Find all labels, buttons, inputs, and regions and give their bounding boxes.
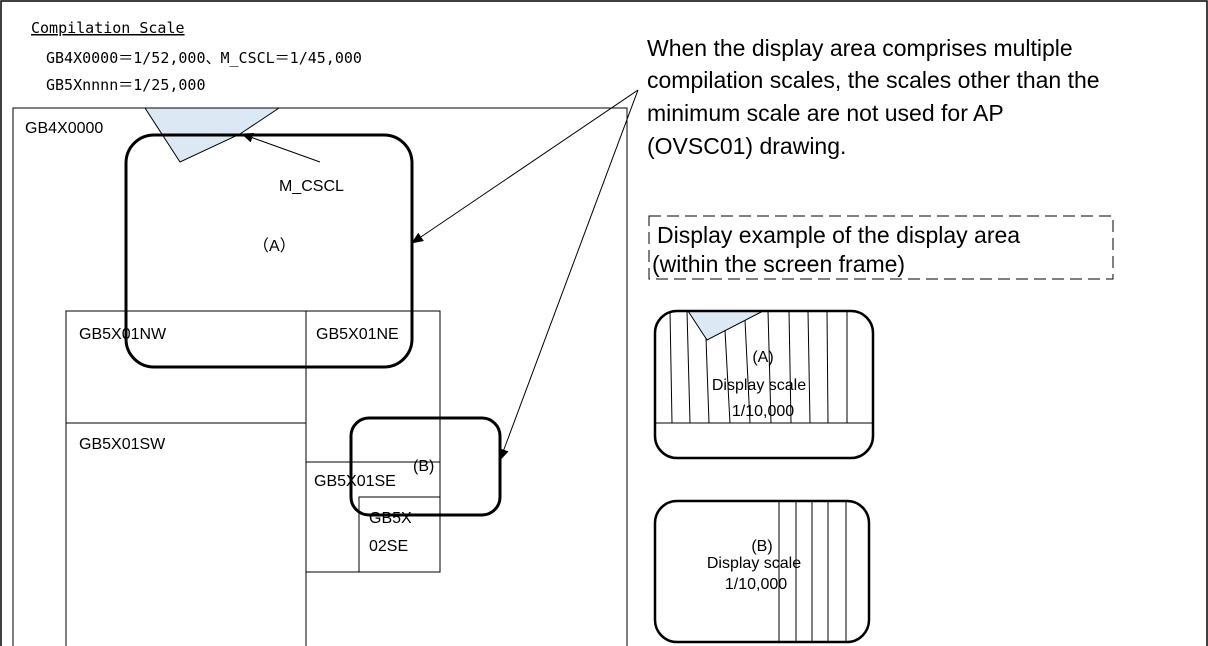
display-area-a: [124, 133, 414, 369]
cell-gb5x01sw-label: GB5X01SW: [79, 436, 166, 453]
screen-b-scale-label: Display scale: [707, 555, 801, 572]
cell-gb5x02se-label-line-1: GB5X: [369, 510, 412, 527]
cell-gb5x01nw-label: GB5X01NW: [79, 326, 167, 343]
compilation-scale-line-1: GB4X0000＝1/52,000、M_CSCL＝1/45,000: [46, 49, 362, 67]
display-area-b-label: (B): [413, 458, 434, 475]
screen-a-label: (A): [752, 349, 773, 366]
display-example-line-2: (within the screen frame): [652, 251, 905, 277]
note-line-3: minimum scale are not used for AP: [647, 100, 1004, 126]
pointer-arrow-b: [499, 89, 639, 461]
display-example-line-1: Display example of the display area: [657, 222, 1020, 248]
gb4x0000-area: [12, 107, 628, 646]
cell-gb5x02se-label-line-2: 02SE: [369, 538, 408, 555]
screen-a-scale-label: Display scale: [712, 377, 806, 394]
cell-gb5x01ne-label: GB5X01NE: [316, 326, 399, 343]
screen-a-scale-value: 1/10,000: [732, 403, 794, 420]
cell-gb5x01sw: [65, 422, 307, 646]
screen-b-scale-value: 1/10,000: [725, 576, 787, 593]
m-cscl-arrow: [241, 133, 321, 163]
note-line-4: (OVSC01) drawing.: [647, 133, 846, 159]
display-area-a-label: （A）: [253, 237, 296, 255]
display-area-b: [349, 416, 502, 517]
note-line-1: When the display area comprises multiple: [647, 35, 1073, 61]
gb4x0000-label: GB4X0000: [25, 120, 103, 137]
cell-gb5x02se: [358, 496, 441, 573]
note-line-2: compilation scales, the scales other tha…: [647, 67, 1100, 93]
m-cscl-label: M_CSCL: [279, 178, 344, 195]
screen-example-b: (B) Display scale 1/10,000: [653, 499, 871, 644]
pointer-arrow-a: [411, 89, 639, 244]
cell-gb5x01se-label: GB5X01SE: [314, 473, 396, 490]
screen-example-a: (A) Display scale 1/10,000: [653, 309, 875, 460]
screen-b-label: (B): [751, 538, 772, 555]
display-example-box: [648, 215, 1114, 280]
compilation-scale-line-2: GB5Xnnnn＝1/25,000: [46, 76, 206, 94]
compilation-scale-heading: Compilation Scale: [31, 19, 185, 37]
